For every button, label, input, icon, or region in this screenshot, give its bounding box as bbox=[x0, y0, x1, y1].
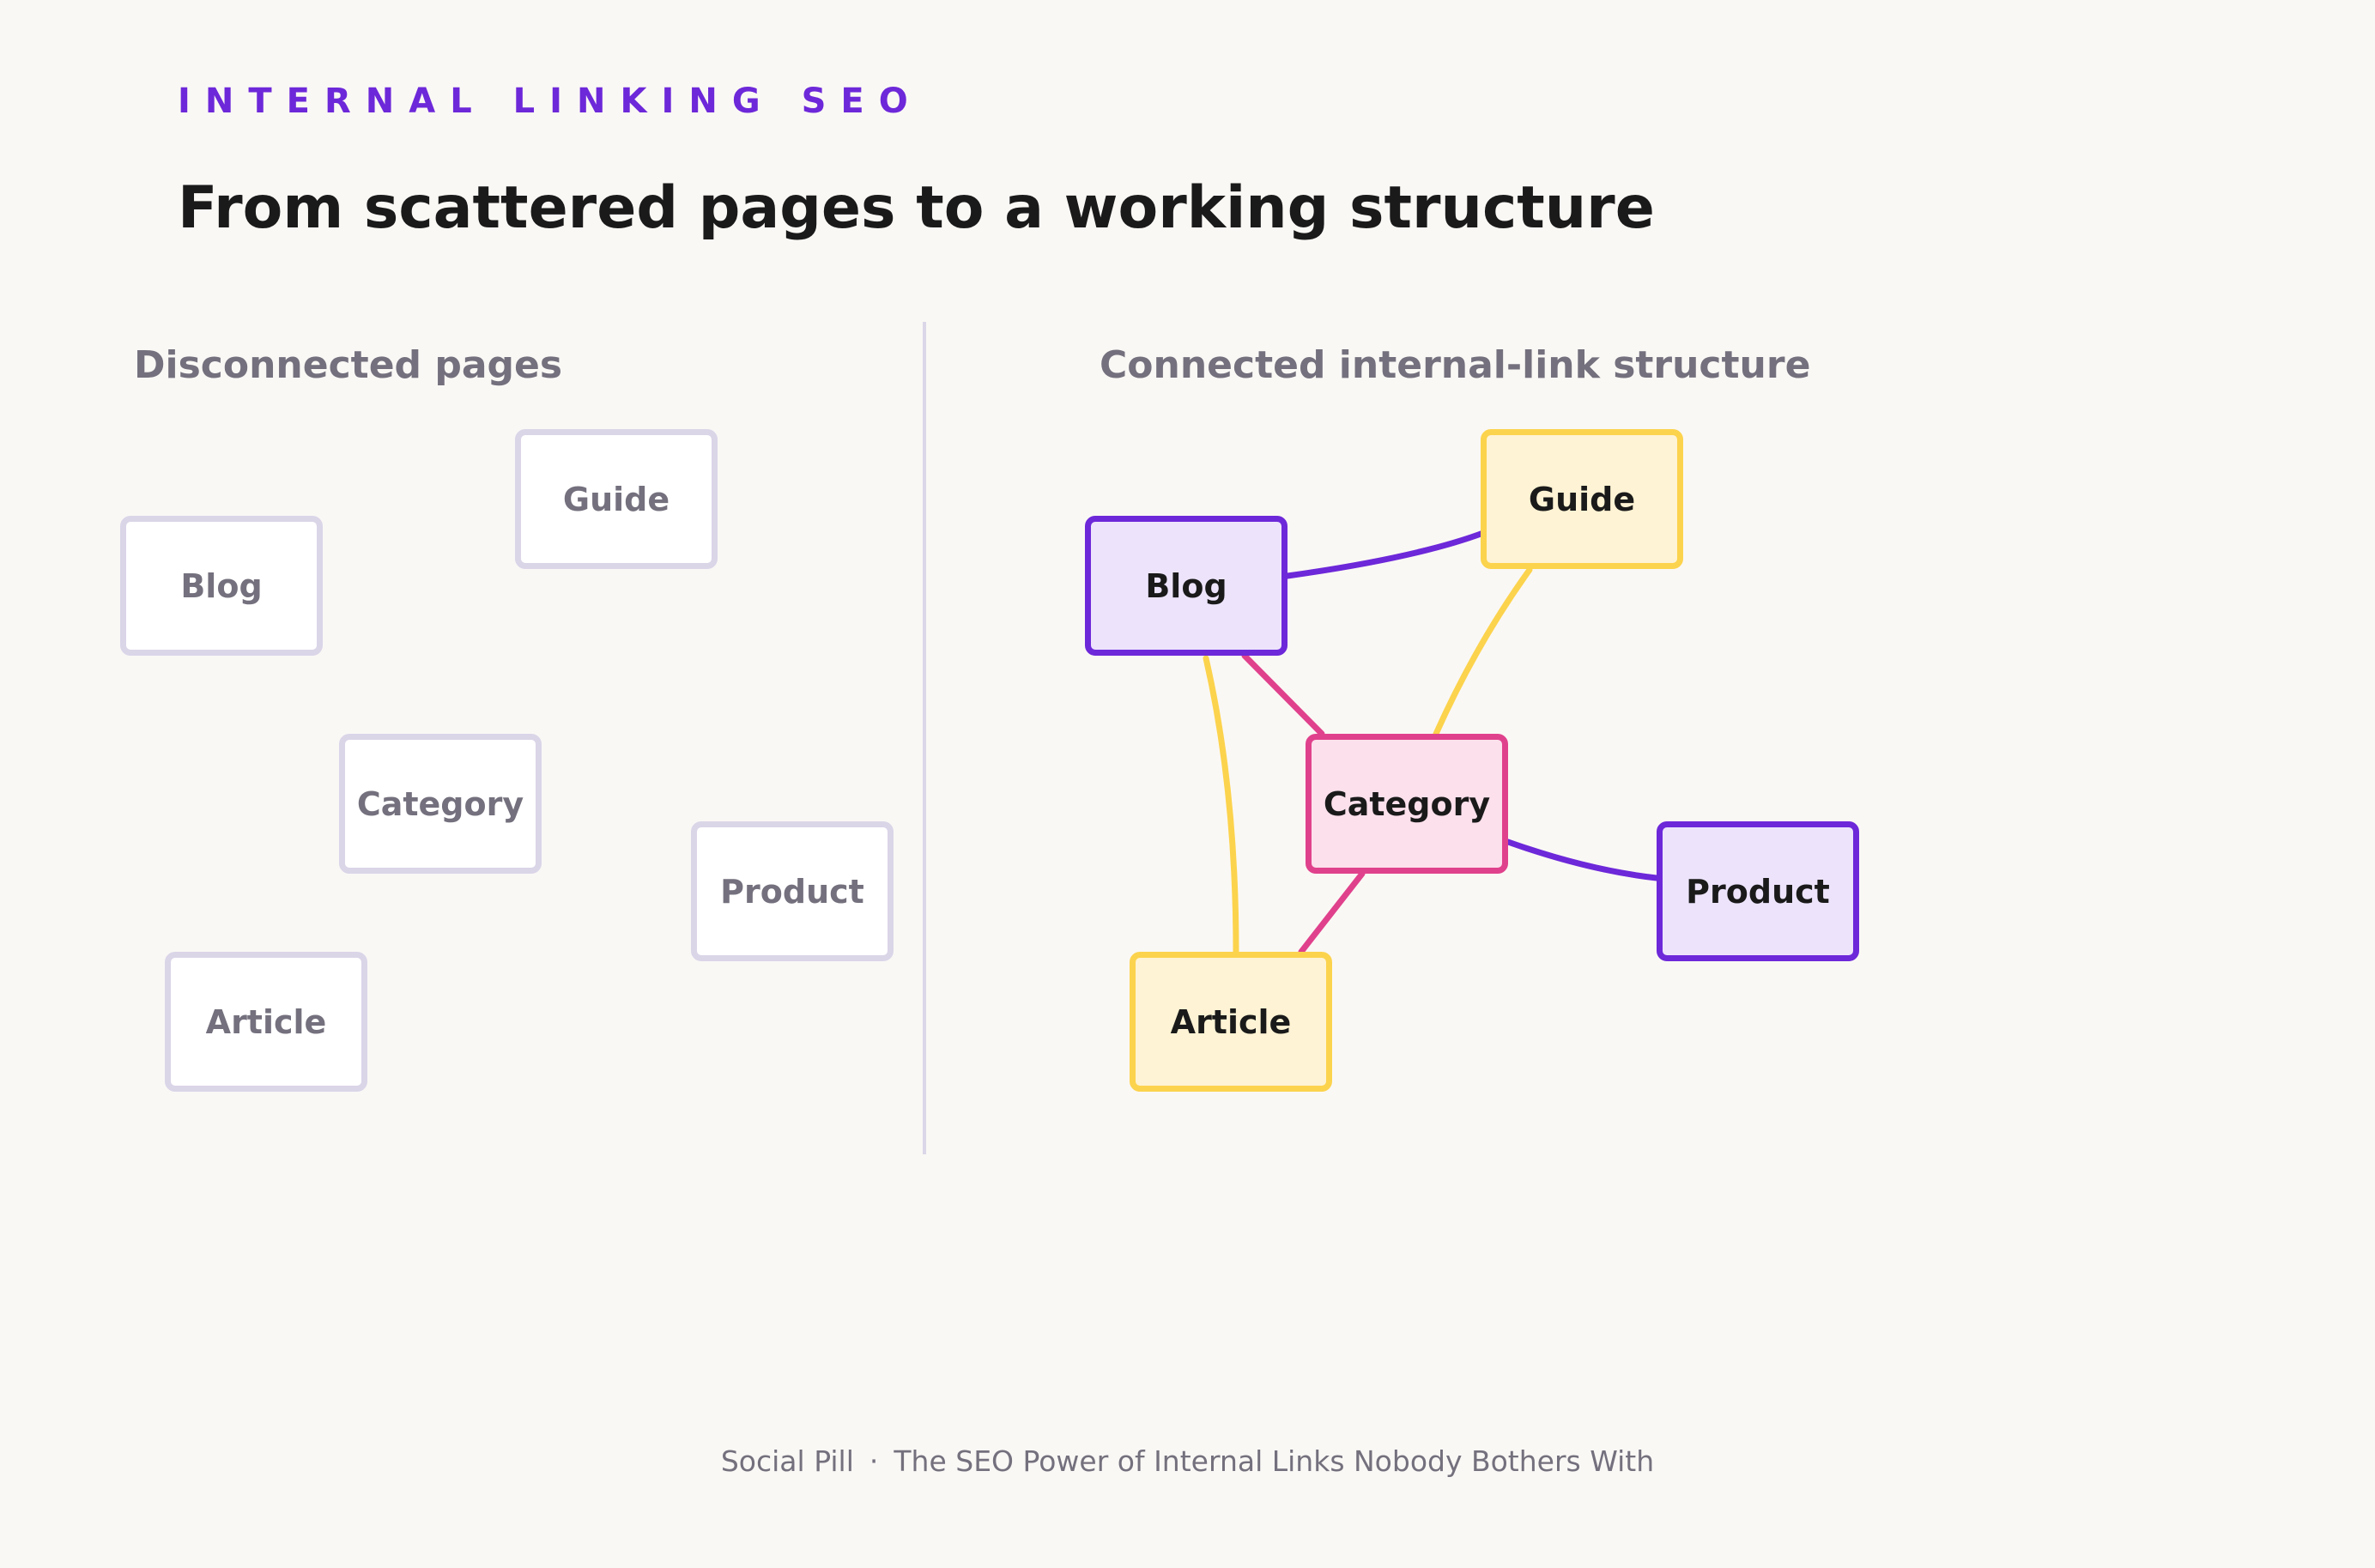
connected-node-category: Category bbox=[1306, 734, 1508, 874]
disconnected-node-product: Product bbox=[691, 821, 894, 961]
connected-node-blog: Blog bbox=[1085, 516, 1287, 656]
link-blog-category bbox=[1241, 652, 1325, 737]
panel-divider bbox=[923, 322, 926, 1154]
disconnected-node-article: Article bbox=[165, 952, 367, 1092]
footer-caption: Social Pill · The SEO Power of Internal Li… bbox=[0, 1444, 2375, 1478]
connected-node-product: Product bbox=[1657, 821, 1859, 961]
link-blog-guide bbox=[1284, 530, 1487, 579]
footer-brand: Social Pill bbox=[720, 1444, 854, 1478]
link-category-article bbox=[1298, 870, 1366, 955]
page-title: From scattered pages to a working struct… bbox=[178, 174, 1655, 242]
connected-section-heading: Connected internal-link structure bbox=[1100, 343, 1811, 387]
connected-node-article: Article bbox=[1130, 952, 1332, 1092]
link-blog-article bbox=[1203, 655, 1239, 955]
disconnected-section-heading: Disconnected pages bbox=[134, 343, 563, 387]
disconnected-node-category: Category bbox=[339, 734, 542, 874]
disconnected-node-blog: Blog bbox=[120, 516, 323, 656]
link-guide-category bbox=[1433, 566, 1533, 737]
disconnected-node-guide: Guide bbox=[515, 429, 718, 569]
footer-separator: · bbox=[869, 1444, 879, 1478]
footer-article-title: The SEO Power of Internal Links Nobody B… bbox=[894, 1444, 1655, 1478]
connected-node-guide: Guide bbox=[1481, 429, 1683, 569]
link-category-product bbox=[1505, 838, 1660, 881]
eyebrow-label: INTERNAL LINKING SEO bbox=[178, 82, 923, 121]
